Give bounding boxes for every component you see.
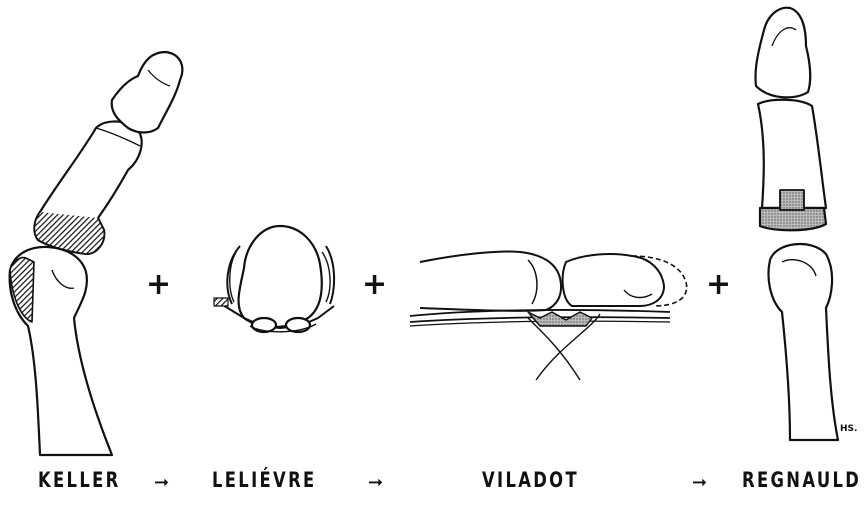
keller-illustration bbox=[10, 52, 183, 455]
regnauld-metatarsal bbox=[769, 244, 839, 440]
viladot-illustration bbox=[410, 251, 687, 380]
keller-distal-phalanx bbox=[112, 52, 183, 133]
arrow-icon: ➞ bbox=[154, 474, 169, 492]
regnauld-distal-phalanx bbox=[755, 8, 810, 98]
regnauld-illustration bbox=[755, 8, 838, 440]
plus-sign: + bbox=[146, 270, 171, 300]
plus-sign: + bbox=[362, 270, 387, 300]
label-regnauld: REGNAULD bbox=[742, 468, 861, 492]
label-viladot: VILADOT bbox=[482, 468, 579, 492]
artist-signature: HS. bbox=[840, 424, 857, 434]
label-lelievre: LELIÉVRE bbox=[212, 468, 317, 492]
regnauld-graft-peg bbox=[780, 190, 804, 210]
plus-sign: + bbox=[706, 270, 731, 300]
viladot-proximal-phalanx bbox=[563, 254, 664, 306]
arrow-icon: ➞ bbox=[368, 474, 383, 492]
label-keller: KELLER bbox=[38, 468, 121, 492]
lelievre-illustration bbox=[214, 226, 334, 332]
lelievre-metatarsal-head bbox=[239, 226, 322, 327]
arrow-icon: ➞ bbox=[692, 474, 707, 492]
